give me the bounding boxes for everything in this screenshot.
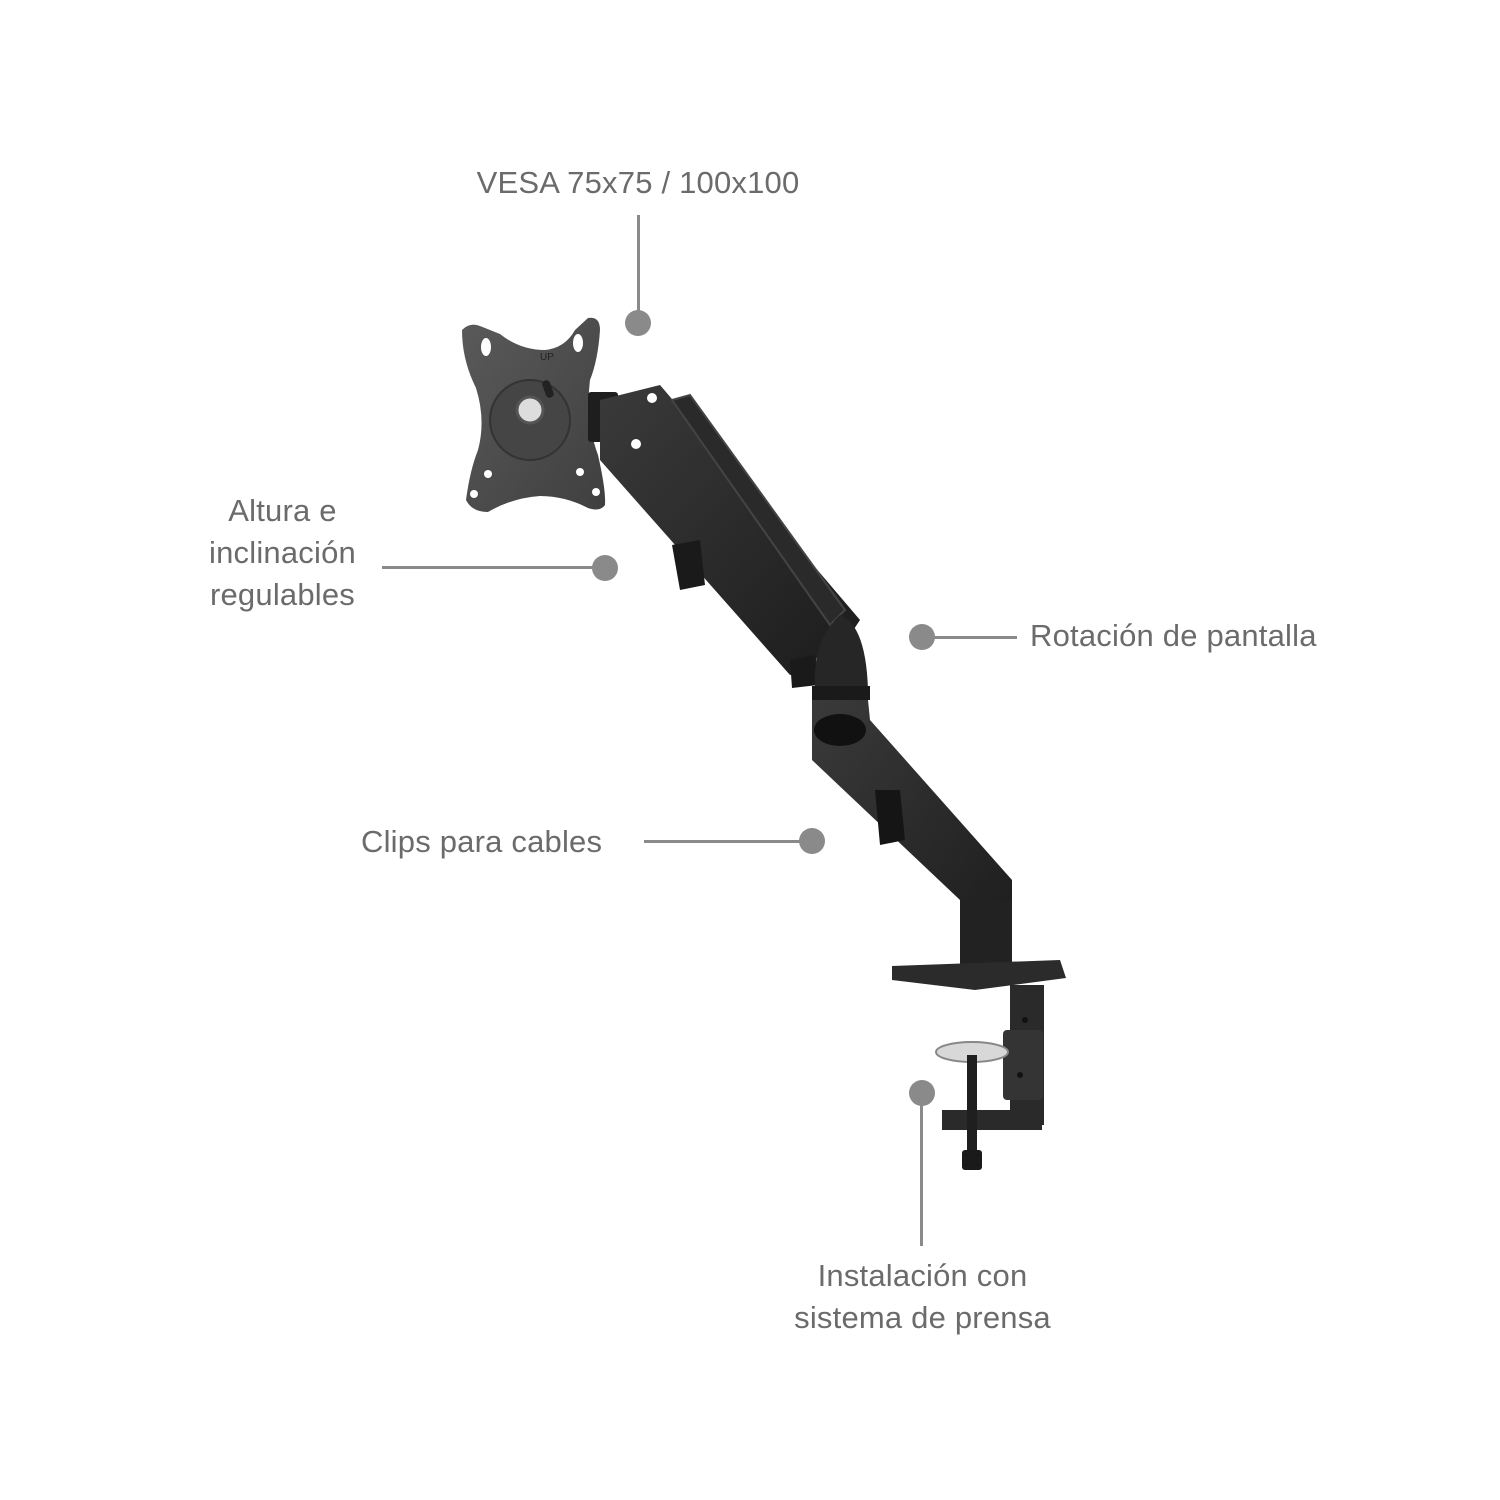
- callout-vesa-dot: [625, 310, 651, 336]
- callout-height-tilt-line-1: Altura e: [228, 493, 337, 528]
- vesa-plate: UP: [462, 317, 606, 512]
- lower-arm: [812, 700, 1012, 960]
- desk-clamp: [935, 985, 1044, 1170]
- callout-height-tilt-dot: [592, 555, 618, 581]
- callout-cable-clips-leader: [644, 840, 804, 843]
- callout-cable-clips-dot: [799, 828, 825, 854]
- callout-clamp-leader: [920, 1100, 923, 1246]
- callout-clamp-label: Instalación con sistema de prensa: [760, 1255, 1085, 1339]
- callout-height-tilt-line-2: inclinación: [209, 535, 356, 570]
- upper-arm: [600, 385, 860, 688]
- desk-base: [892, 900, 1066, 990]
- elbow-joint: [812, 615, 870, 700]
- vesa-up-marking: UP: [540, 352, 554, 363]
- callout-rotation-leader: [930, 636, 1017, 639]
- callout-clamp-line-2: sistema de prensa: [794, 1300, 1051, 1335]
- callout-vesa-leader: [637, 215, 640, 315]
- cable-clip-upper: [672, 540, 705, 590]
- callout-vesa-label: VESA 75x75 / 100x100: [476, 165, 800, 200]
- callout-rotation-label: Rotación de pantalla: [1030, 618, 1317, 653]
- callout-height-tilt-line-3: regulables: [209, 577, 356, 612]
- callout-cable-clips-label: Clips para cables: [361, 824, 603, 859]
- callout-height-tilt-leader: [382, 566, 597, 569]
- cable-clip-lower: [875, 790, 905, 845]
- callout-clamp-line-1: Instalación con: [817, 1258, 1028, 1293]
- callout-height-tilt-label: Altura e inclinación regulables: [180, 490, 385, 616]
